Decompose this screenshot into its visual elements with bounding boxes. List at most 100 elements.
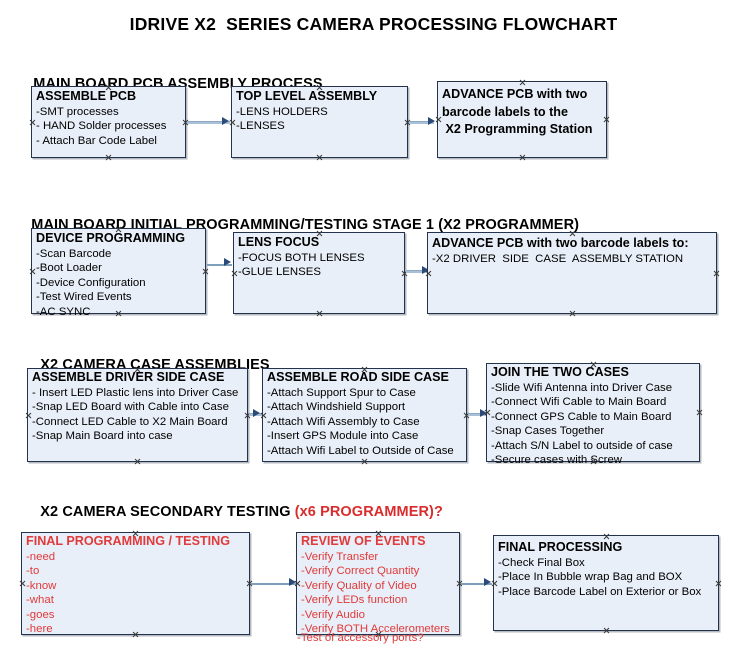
connector-handle-right bbox=[713, 270, 720, 277]
page-title: IDRIVE X2 SERIES CAMERA PROCESSING FLOWC… bbox=[129, 14, 618, 34]
connector-lens-focus-to-advance-pcb bbox=[406, 270, 428, 273]
box-title: ASSEMBLE PCB bbox=[36, 89, 137, 103]
flow-box-review-of-events[interactable]: REVIEW OF EVENTS -Verify Transfer -Verif… bbox=[296, 532, 460, 635]
flow-box-advance-pcb-driver-side-case[interactable]: ADVANCE PCB with two barcode labels to: … bbox=[427, 232, 717, 314]
box-line: -Connect GPS Cable to Main Board bbox=[491, 410, 672, 423]
box-line: -Attach Support Spur to Case bbox=[267, 386, 416, 399]
box-line: -SMT processes bbox=[36, 105, 119, 118]
connector-handle-bottom bbox=[134, 458, 141, 465]
connector-handle-top bbox=[519, 79, 526, 86]
section-header-accent: (x6 PROGRAMMER)? bbox=[294, 504, 443, 520]
box-line: -AC SYNC bbox=[36, 305, 91, 318]
connector-handle-bottom bbox=[361, 458, 368, 465]
connector-handle-left bbox=[29, 119, 36, 126]
connector-road-case-to-join-cases bbox=[468, 413, 486, 416]
box-line: - HAND Solder processes bbox=[36, 120, 167, 133]
box-title: LENS FOCUS bbox=[238, 235, 320, 249]
section-header-x2-camera-secondary-testing: X2 CAMERA SECONDARY TESTING (x6 PROGRAMM… bbox=[32, 488, 443, 520]
arrow-head bbox=[253, 409, 260, 417]
box-line: -Verify Audio bbox=[301, 608, 365, 621]
connector-handle-top bbox=[603, 533, 610, 540]
box-title: FINAL PROGRAMMING / TESTING bbox=[26, 534, 231, 548]
box-line: -Verify LEDs function bbox=[301, 594, 408, 607]
box-line: -Slide Wifi Antenna into Driver Case bbox=[491, 381, 673, 394]
arrow-head bbox=[222, 117, 229, 125]
box-line: -here bbox=[26, 623, 53, 636]
box-title: REVIEW OF EVENTS bbox=[301, 534, 426, 548]
connector-handle-left bbox=[25, 412, 32, 419]
connector-handle-bottom bbox=[603, 627, 610, 634]
arrow-head bbox=[480, 409, 487, 417]
box-line: -Attach S/N Label to outside of case bbox=[491, 439, 673, 452]
connector-handle-bottom bbox=[316, 154, 323, 161]
box-line: -goes bbox=[26, 608, 55, 621]
connector-review-of-events-to-final-processing bbox=[461, 583, 492, 585]
box-line: -Test Wired Events bbox=[36, 291, 132, 304]
flow-box-top-level-assembly[interactable]: TOP LEVEL ASSEMBLY -LENS HOLDERS -LENSES bbox=[231, 86, 408, 158]
box-line: -GLUE LENSES bbox=[238, 266, 321, 279]
connector-assemble-pcb-to-top-level bbox=[187, 121, 230, 124]
box-line: -Attach Windshield Support bbox=[267, 401, 406, 414]
flow-box-advance-pcb-programming-station[interactable]: ADVANCE PCB with two barcode labels to t… bbox=[437, 81, 607, 158]
box-line: -Verify Correct Quantity bbox=[301, 565, 420, 578]
box-line: -Connect Wifi Cable to Main Board bbox=[491, 396, 667, 409]
box-line: - Attach Bar Code Label bbox=[36, 134, 157, 147]
connector-handle-bottom bbox=[105, 154, 112, 161]
connector-device-programming-to-lens-focus bbox=[207, 264, 232, 266]
box-line: -Device Configuration bbox=[36, 276, 146, 289]
box-line: - Insert LED Plastic lens into Driver Ca… bbox=[32, 386, 239, 399]
arrow-head bbox=[289, 578, 296, 586]
box-title: FINAL PROCESSING bbox=[498, 540, 623, 554]
box-title: ASSEMBLE ROAD SIDE CASE bbox=[267, 370, 449, 384]
box-title: ASSEMBLE DRIVER SIDE CASE bbox=[32, 370, 225, 384]
box-line: -Scan Barcode bbox=[36, 247, 112, 260]
connector-top-level-to-advance-pcb bbox=[409, 121, 434, 124]
box-line: -what bbox=[26, 594, 54, 607]
connector-handle-bottom bbox=[316, 310, 323, 317]
box-line: -Snap Main Board into case bbox=[32, 430, 173, 443]
box-line: -LENSES bbox=[236, 120, 285, 133]
connector-handle-left bbox=[29, 268, 36, 275]
flow-box-assemble-driver-side-case[interactable]: ASSEMBLE DRIVER SIDE CASE - Insert LED P… bbox=[27, 368, 248, 462]
connector-handle-left bbox=[435, 116, 442, 123]
box-line: -Secure cases with Screw bbox=[491, 454, 623, 467]
connector-handle-bottom bbox=[569, 310, 576, 317]
arrow-head bbox=[484, 578, 491, 586]
arrow-head bbox=[428, 117, 435, 125]
box-line: -Check Final Box bbox=[498, 556, 585, 569]
arrow-head bbox=[422, 266, 429, 274]
connector-handle-left bbox=[19, 580, 26, 587]
box-line: -Place In Bubble wrap Bag and BOX bbox=[498, 571, 683, 584]
box-title: ADVANCE PCB with two barcode labels to t… bbox=[442, 87, 593, 136]
box-line: -Connect LED Cable to X2 Main Board bbox=[32, 415, 228, 428]
box-title: JOIN THE TWO CASES bbox=[491, 365, 629, 379]
box-line: -know bbox=[26, 579, 57, 592]
box-line: -Snap Cases Together bbox=[491, 425, 605, 438]
flow-box-lens-focus[interactable]: LENS FOCUS -FOCUS BOTH LENSES -GLUE LENS… bbox=[233, 232, 405, 314]
box-line: -Snap LED Board with Cable into Case bbox=[32, 401, 229, 414]
box-line: -Verify Quality of Video bbox=[301, 579, 417, 592]
box-line: -Verify BOTH Accelerometers bbox=[301, 623, 450, 636]
box-line-overflow: -Test of accessory ports? bbox=[297, 632, 424, 644]
box-title: TOP LEVEL ASSEMBLY bbox=[236, 89, 378, 103]
section-header-text: X2 CAMERA SECONDARY TESTING bbox=[40, 504, 295, 520]
connector-handle-bottom bbox=[519, 154, 526, 161]
box-title: ADVANCE PCB with two barcode labels to: bbox=[432, 236, 689, 250]
flow-box-device-programming[interactable]: DEVICE PROGRAMMING -Scan Barcode -Boot L… bbox=[29, 228, 206, 318]
box-line: -to bbox=[26, 565, 40, 578]
box-line: -X2 DRIVER SIDE CASE ASSEMBLY STATION bbox=[432, 252, 684, 265]
flow-box-final-programming-testing[interactable]: FINAL PROGRAMMING / TESTING -need -to -k… bbox=[21, 532, 250, 635]
flow-box-join-the-two-cases[interactable]: JOIN THE TWO CASES -Slide Wifi Antenna i… bbox=[486, 363, 700, 466]
connector-handle-left bbox=[231, 270, 238, 277]
box-line: -FOCUS BOTH LENSES bbox=[238, 251, 365, 264]
box-title: DEVICE PROGRAMMING bbox=[36, 231, 186, 245]
box-line: -LENS HOLDERS bbox=[236, 105, 328, 118]
box-line: -Insert GPS Module into Case bbox=[267, 430, 419, 443]
box-line: -Attach Wifi Assembly to Case bbox=[267, 415, 420, 428]
box-line: -need bbox=[26, 550, 56, 563]
flow-box-final-processing[interactable]: FINAL PROCESSING -Check Final Box -Place… bbox=[493, 535, 719, 631]
box-line: -Boot Loader bbox=[36, 262, 102, 275]
box-line: -Place Barcode Label on Exterior or Box bbox=[498, 585, 702, 598]
flow-box-assemble-pcb[interactable]: ASSEMBLE PCB -SMT processes - HAND Solde… bbox=[31, 86, 186, 158]
flow-box-assemble-road-side-case[interactable]: ASSEMBLE ROAD SIDE CASE -Attach Support … bbox=[262, 368, 467, 462]
